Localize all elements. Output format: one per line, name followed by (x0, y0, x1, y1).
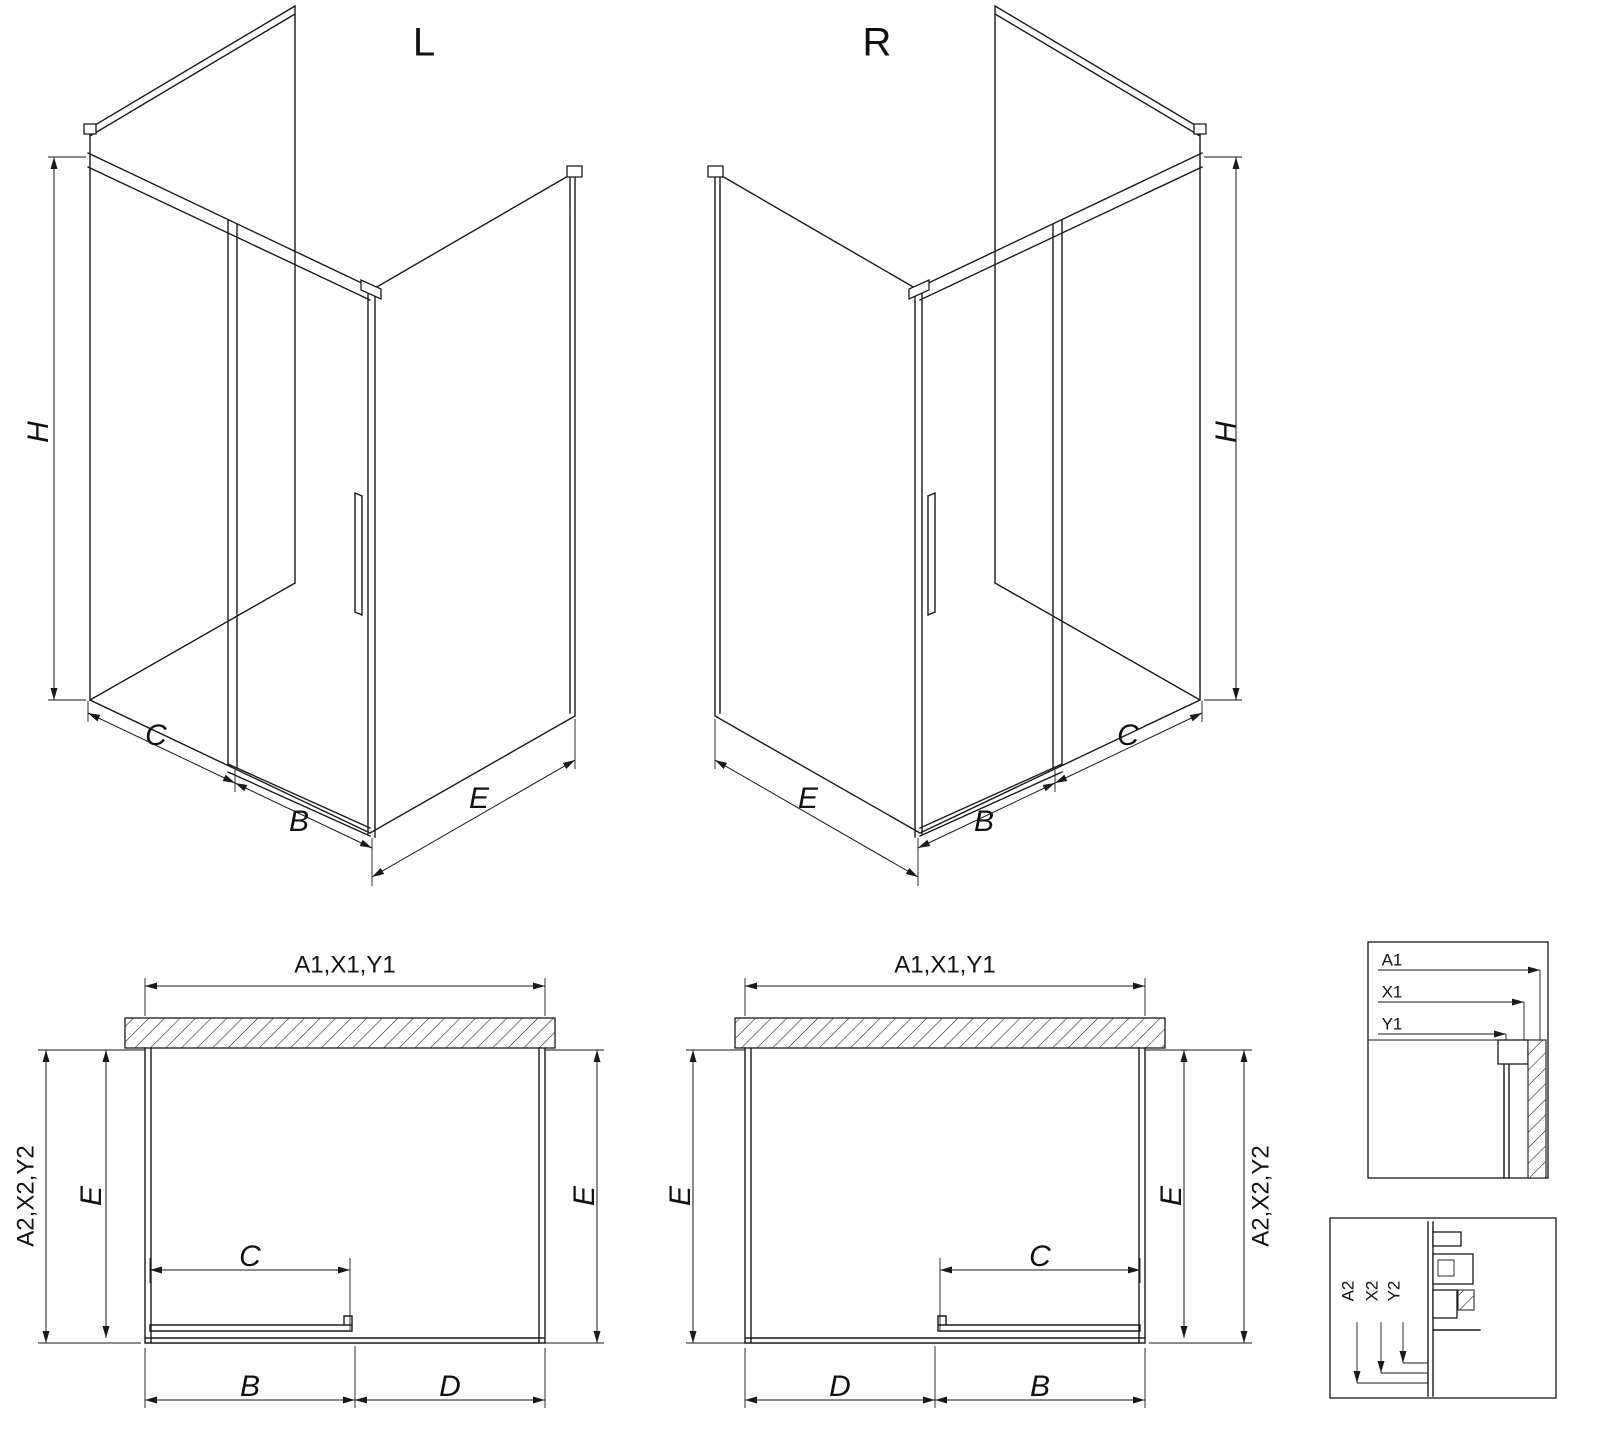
iso-view-right: R H C B E (708, 6, 1243, 886)
plan-right-fixed-label: D (829, 1370, 851, 1403)
wall-hatch-right (734, 1017, 1166, 1049)
plan-right-depth-outer-label: A2,X2,Y2 (1247, 1145, 1274, 1246)
plan-left-fixed-label: D (439, 1370, 461, 1403)
detail-view-top: A1 X1 Y1 (1367, 941, 1549, 1179)
view-title-left: L (413, 21, 435, 65)
plan-left-depth-outer-label: A2,X2,Y2 (12, 1145, 39, 1246)
detail-top-frame (1367, 941, 1549, 1179)
dim-label-fixed-left: C (145, 719, 167, 752)
detail-top-wall-section (1527, 1039, 1547, 1179)
iso-geometry-right (708, 6, 1242, 886)
detail-bottom-guide (1432, 1289, 1458, 1319)
iso-view-left: L H C B E (22, 6, 582, 886)
plan-view-left: A1,X1,Y1 A2,X2,Y2 E E C B D (12, 951, 604, 1408)
wall-hatch-left (124, 1017, 556, 1049)
detail-top-label-y1: Y1 (1382, 1014, 1403, 1033)
plan-left-opening-label: C (239, 1240, 261, 1273)
plan-right-opening-label: C (1029, 1240, 1051, 1273)
detail-bottom-roller (1437, 1259, 1455, 1277)
detail-bottom-carriage (1432, 1253, 1474, 1285)
detail-top-clamp (1497, 1039, 1529, 1065)
plan-left-door-label: B (240, 1370, 260, 1403)
view-title-right: R (863, 21, 892, 65)
plan-left-depth-left-label: E (75, 1185, 108, 1206)
plan-left-width-label: A1,X1,Y1 (294, 951, 395, 978)
plan-right-width-label: A1,X1,Y1 (894, 951, 995, 978)
detail-bottom-seal-section (1457, 1289, 1475, 1311)
dim-label-fixed-right: C (1117, 719, 1139, 752)
dim-label-door-right: B (974, 805, 994, 838)
detail-top-label-a1: A1 (1382, 950, 1403, 969)
detail-top-label-x1: X1 (1382, 982, 1403, 1001)
detail-bottom-label-a2: A2 (1338, 1281, 1357, 1302)
plan-right-depth-left-label: E (664, 1185, 697, 1206)
dim-label-side-right: E (798, 782, 819, 815)
plan-left-depth-right-label: E (568, 1185, 601, 1206)
detail-bottom-top-bracket (1432, 1231, 1462, 1247)
dim-label-door-left: B (289, 805, 309, 838)
iso-geometry-left (48, 6, 582, 886)
plan-right-door-label: B (1030, 1370, 1050, 1403)
detail-bottom-label-y2: Y2 (1384, 1281, 1403, 1302)
detail-bottom-label-x2: X2 (1362, 1281, 1381, 1302)
dim-label-height-left: H (22, 421, 55, 443)
detail-bottom-frame (1329, 1217, 1557, 1399)
dim-label-height-right: H (1210, 421, 1243, 443)
plan-right-depth-right-label: E (1155, 1185, 1188, 1206)
plan-view-right: A1,X1,Y1 E E A2,X2,Y2 C D B (664, 951, 1274, 1408)
dim-label-side-left: E (469, 782, 490, 815)
detail-view-bottom: A2 X2 Y2 (1329, 1217, 1557, 1399)
